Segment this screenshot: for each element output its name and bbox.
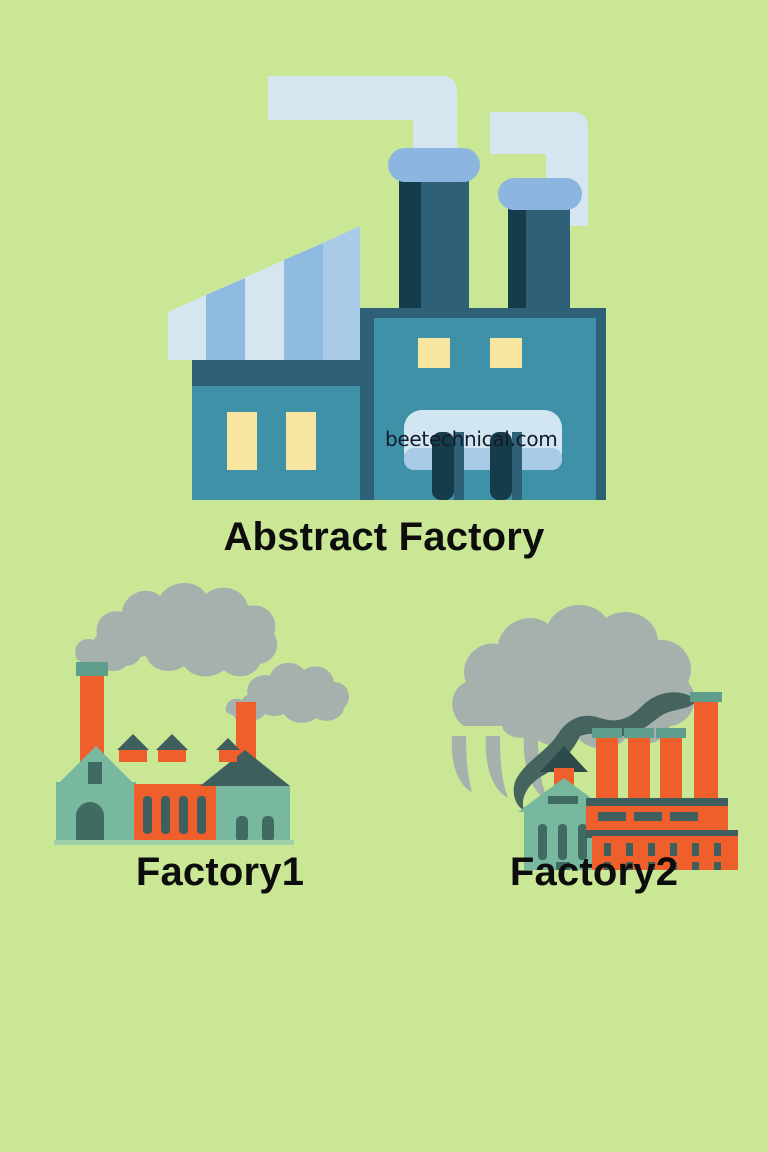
node-abstract-factory[interactable]: beetechnical.com Abstract Factory [0, 60, 768, 570]
watermark-text: beetechnical.com [385, 427, 558, 451]
node-factory2[interactable]: Factory2 [420, 540, 768, 910]
node-label-abstract-factory: Abstract Factory [223, 515, 545, 559]
node-label-factory2: Factory2 [509, 850, 679, 894]
small-factory-icon [40, 560, 400, 865]
node-factory1[interactable]: Factory1 [40, 560, 400, 910]
factory-building-icon [160, 60, 610, 510]
node-label-factory1: Factory1 [135, 850, 305, 894]
brick-factory-icon [420, 540, 768, 884]
